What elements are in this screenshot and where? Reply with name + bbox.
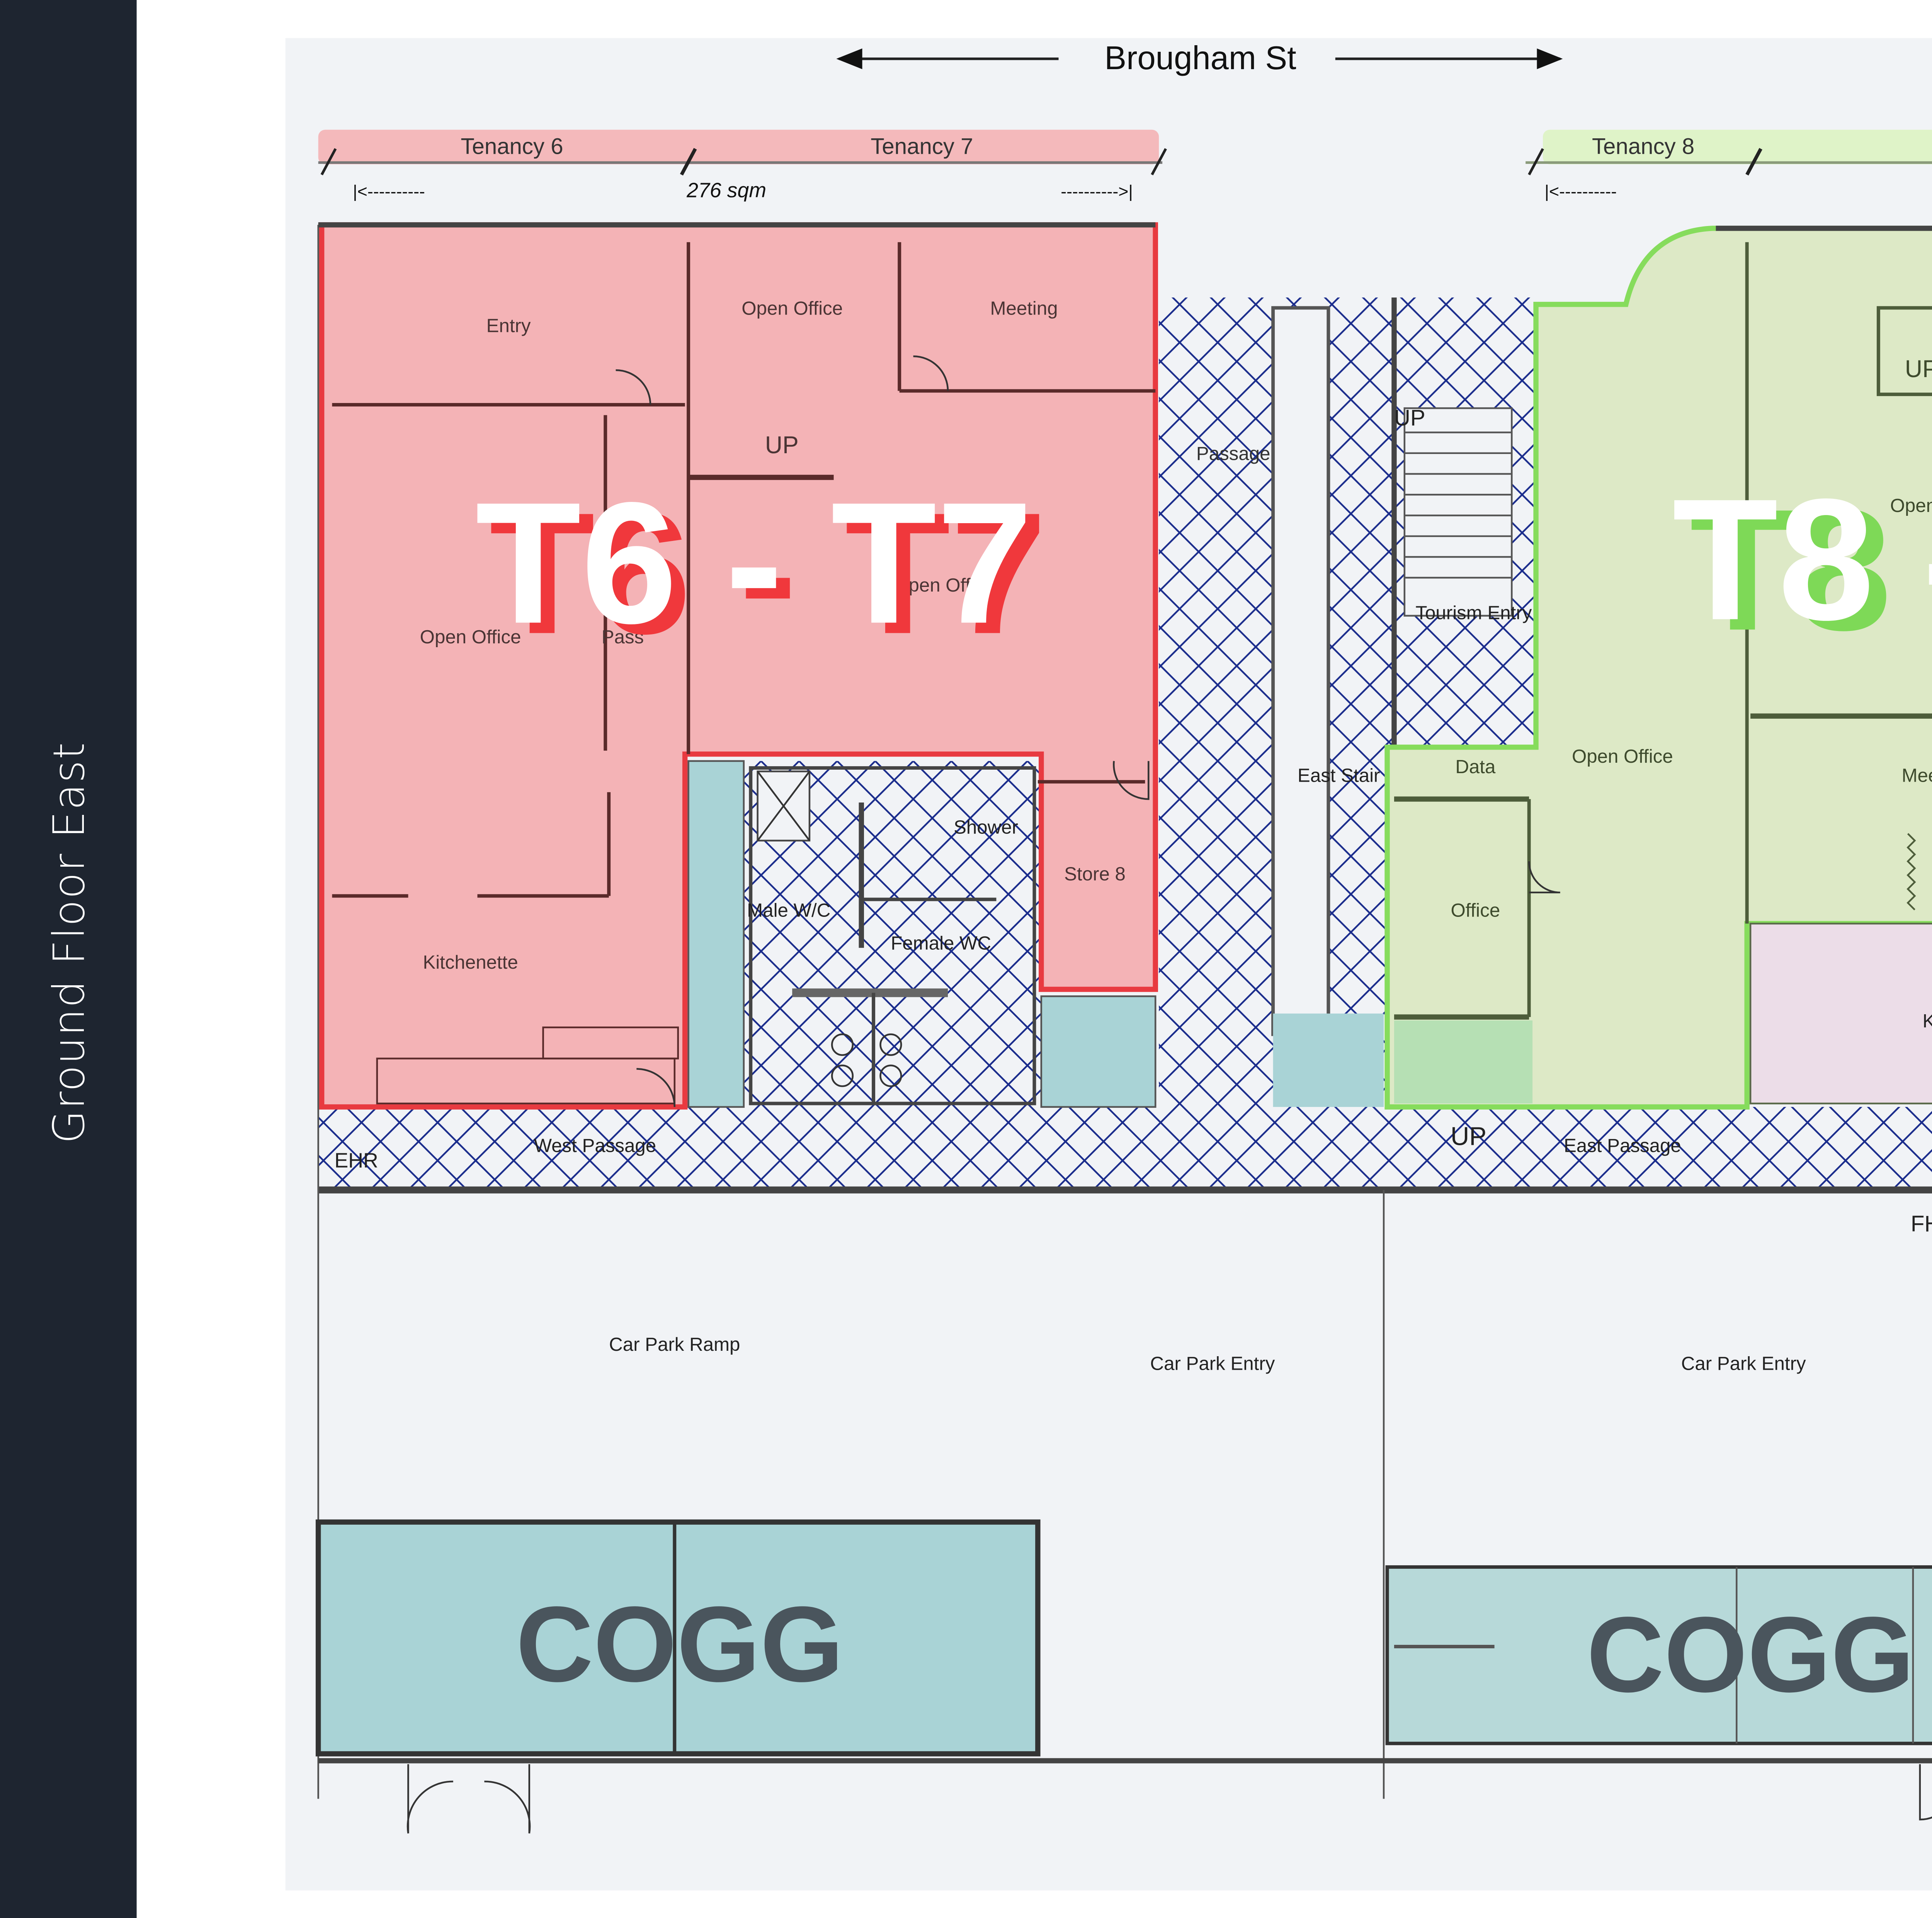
cogg-area-west: COGG: [315, 1519, 1041, 1756]
room-label: Male W/C: [747, 899, 830, 921]
cogg-label: COGG: [516, 1584, 844, 1704]
room-label: Open Office: [420, 626, 521, 648]
room-label: Female WC: [891, 933, 991, 954]
room-label: Open Office: [1890, 495, 1932, 516]
brougham-street-indicator: Brougham St: [836, 40, 1563, 77]
tenancy-group-label-shadow: T6 - T7: [489, 476, 1047, 670]
car-park-ramp-label: Car Park Ramp: [609, 1334, 740, 1355]
stair-up-label: UP: [1905, 355, 1932, 383]
sidebar: Ground Floor East: [0, 0, 137, 1918]
car-park-entry-label: Car Park Entry: [1681, 1353, 1806, 1374]
tenancy-6-label: Tenancy 6: [461, 134, 563, 159]
room-label: Data: [1455, 756, 1496, 777]
stair-up-label: UP: [1394, 405, 1425, 430]
room-label: East Stair: [1298, 765, 1380, 786]
street-label-north: Brougham St: [1104, 40, 1296, 77]
cogg-label: COGG: [1587, 1595, 1914, 1714]
room-label: West Passage: [534, 1135, 656, 1156]
room-label: Tourism Entry: [1415, 602, 1532, 624]
dimension-arrow-left: |<----------: [1544, 182, 1617, 201]
dimension-arrow-right: ---------->|: [1061, 182, 1133, 201]
ehr-label: EHR: [334, 1149, 378, 1172]
dimension-arrow-left: |<----------: [353, 182, 425, 201]
tenancy-area-t6-t7: Entry Open Office Meeting UP Open Office…: [319, 222, 1158, 1110]
wc-block: Shower Male W/C Female WC: [747, 766, 1036, 1105]
tenancy-header-t6-t7: Tenancy 6 Tenancy 7 |<---------- 276 sqm…: [318, 129, 1167, 202]
tenancy-group-label-shadow: T8 - T9: [1690, 473, 1932, 666]
room-label: Meeting: [990, 298, 1058, 319]
cogg-area-east: COGG: [1385, 1565, 1932, 1745]
room-label: Open Office: [742, 298, 843, 319]
room-label: Kitchenette: [1922, 1010, 1932, 1032]
tenancy-group-label: T8 - T9: [1672, 463, 1932, 656]
tenancy-8-label: Tenancy 8: [1592, 134, 1694, 159]
room-label: Shower: [954, 817, 1018, 838]
room-label: Open Office: [894, 575, 995, 596]
room-label: Office: [1451, 899, 1500, 921]
room-label: Store 8: [1064, 863, 1126, 884]
east-stair-walls: [1271, 297, 1513, 1107]
room-label: Open Office: [1572, 746, 1673, 767]
room-label: Entry: [486, 315, 531, 336]
tenancy-area-t8-t9: UP Open Office Data Open Office Office M…: [1384, 226, 1932, 1110]
room-label: Kitchenette: [423, 952, 518, 973]
area-label-t6-t7: 276 sqm: [686, 179, 766, 202]
room-label: Meeting: [1902, 765, 1932, 786]
service-areas: [687, 760, 1156, 1108]
room-label: Pass: [602, 626, 644, 648]
tenancy-header-t8-t9: Tenancy 8 Tenancy 9 |<---------- 342 sqm…: [1526, 129, 1932, 201]
car-park-entry-label: Car Park Entry: [1150, 1353, 1275, 1374]
building-outer-walls: [317, 222, 1932, 1799]
stair-up-label: UP: [765, 432, 799, 459]
south-wall-doors: [318, 1758, 1932, 1834]
room-label: East Passage: [1564, 1135, 1681, 1156]
room-label: Passage: [1196, 443, 1270, 464]
fhr-label: FHR: [1911, 1211, 1932, 1236]
tenancy-7-label: Tenancy 7: [871, 134, 973, 159]
tenancy-group-label: T6 - T7: [475, 466, 1033, 660]
stair-up-label: UP: [1451, 1122, 1486, 1151]
